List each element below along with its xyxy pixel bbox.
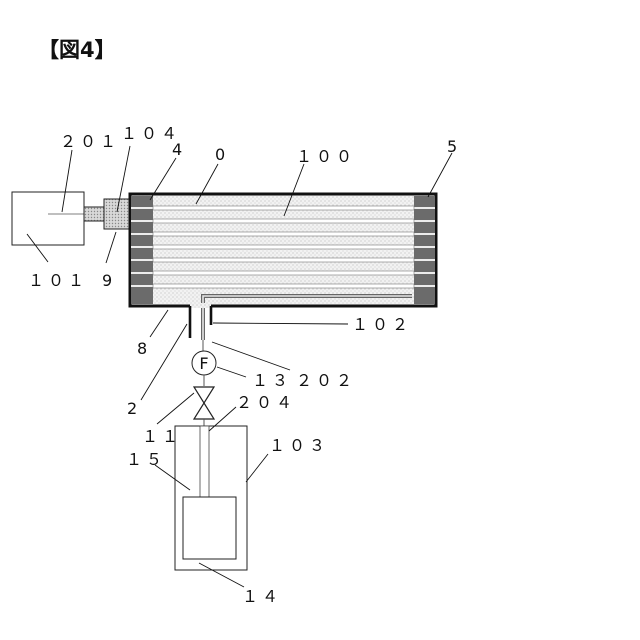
- label-100: １００: [296, 147, 356, 166]
- outlet-102-cover: [190, 303, 211, 308]
- connector-104: [104, 199, 130, 229]
- label-13: １３: [252, 371, 292, 390]
- label-5: 5: [447, 137, 461, 156]
- label-101: １０１: [28, 271, 88, 290]
- box-101: [12, 192, 84, 245]
- label-14: １４: [242, 587, 282, 606]
- label-103: １０３: [269, 436, 329, 455]
- label-201: ２０１: [60, 132, 120, 151]
- label-0: 0: [215, 145, 229, 164]
- label-15: １５: [126, 450, 166, 469]
- label-202: ２０２: [296, 371, 356, 390]
- flowmeter-label: F: [199, 354, 208, 373]
- label-4: 4: [172, 140, 186, 159]
- vessel-body: [130, 194, 436, 306]
- label-2: 2: [127, 399, 141, 418]
- label-9: 9: [102, 271, 116, 290]
- connector-small: [84, 207, 104, 221]
- tube-204-pair: [200, 426, 209, 497]
- inner-box-14: [183, 497, 236, 559]
- right-plugs-5: [414, 196, 435, 304]
- label-204: ２０４: [236, 393, 296, 412]
- left-plugs-4: [131, 196, 153, 304]
- label-11: １１: [142, 427, 182, 446]
- label-102: １０２: [352, 315, 412, 334]
- label-8: 8: [137, 339, 151, 358]
- valve-11: [194, 387, 214, 419]
